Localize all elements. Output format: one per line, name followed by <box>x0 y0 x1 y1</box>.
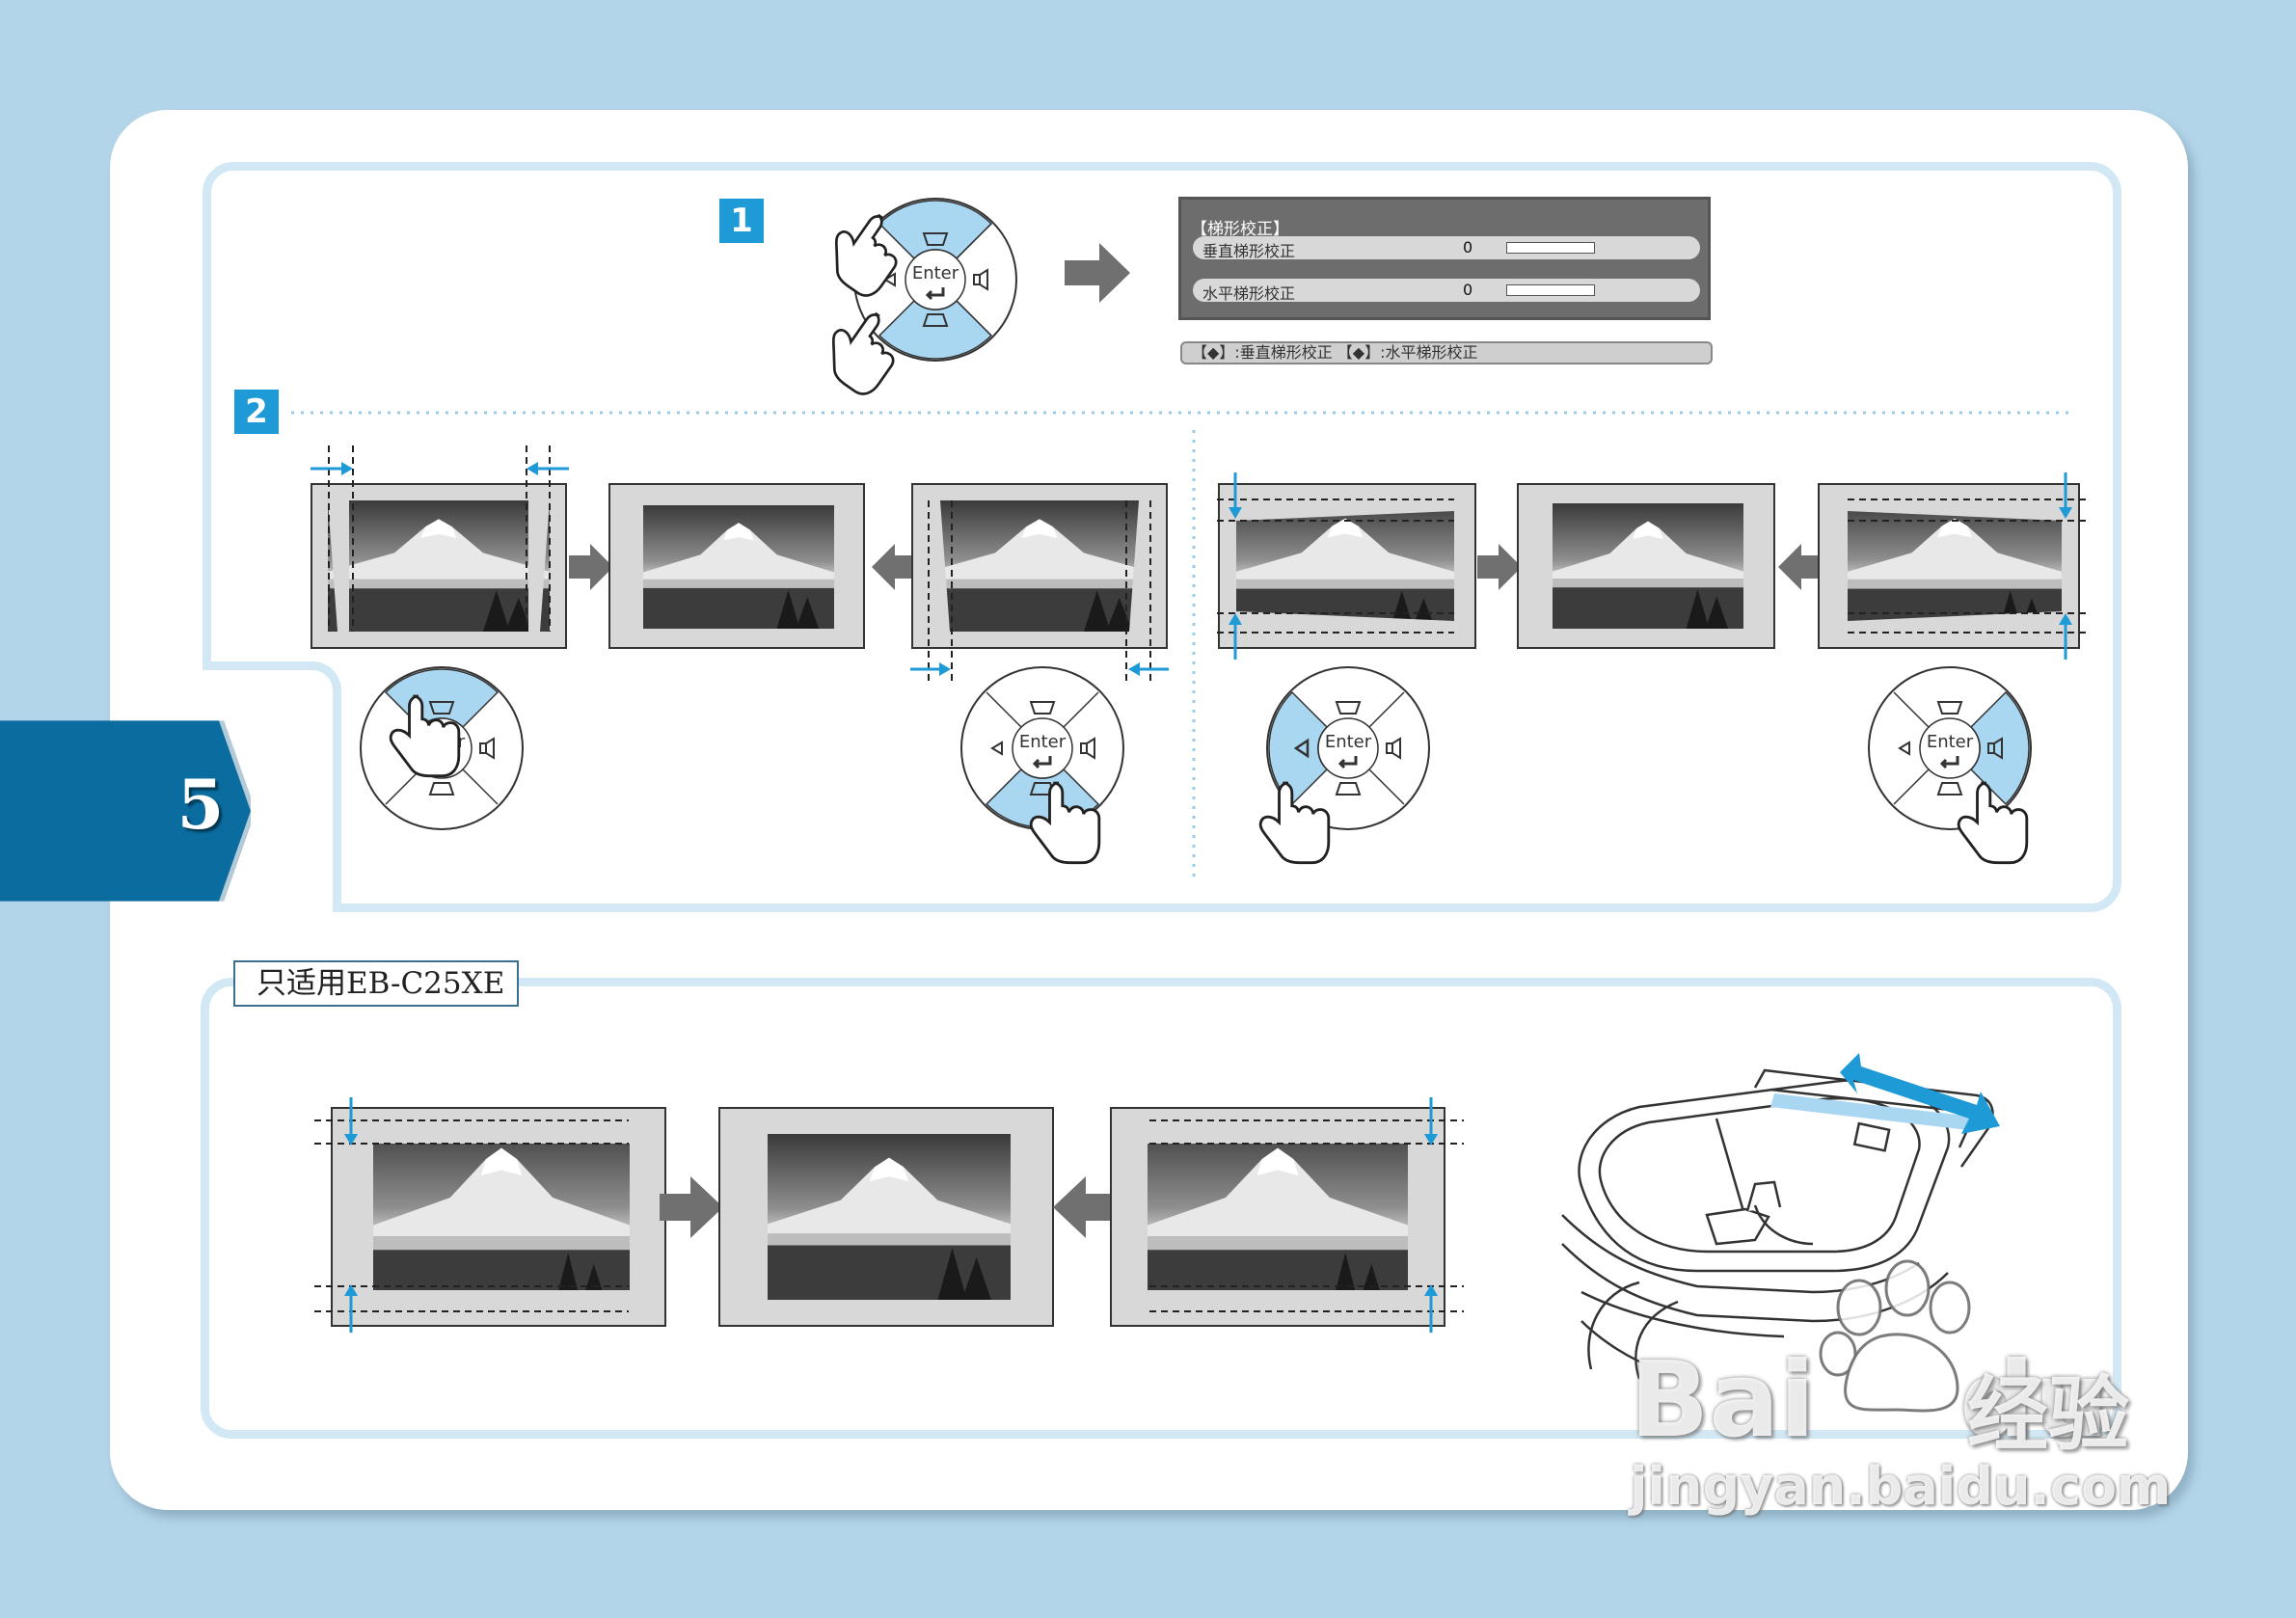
step-badge-2: 2 <box>234 390 279 434</box>
upper-section-frame <box>203 162 2121 912</box>
lower-section-frame <box>201 978 2121 1439</box>
screen-left-distorted-opposite <box>911 483 1168 681</box>
step1-remote-dpad <box>853 198 1017 362</box>
screen-left-inward-arrow-icons <box>311 462 569 475</box>
watermark-cn: 经验 <box>1967 1367 2130 1462</box>
watermark-brand-part1: Bai <box>1630 1340 1816 1461</box>
osd-vertical-value: 0 <box>1463 238 1473 256</box>
step1-enter-label: Enter <box>912 263 959 283</box>
osd-horizontal-value: 0 <box>1463 281 1473 299</box>
osd-vertical-bar <box>1506 242 1595 254</box>
lower-screen-distorted <box>314 1107 666 1327</box>
section-number: 5 <box>176 765 225 845</box>
screen-right-distorted <box>1217 483 1476 649</box>
step-badge-1: 1 <box>719 199 764 243</box>
screen-left-opposite-arrow-icons <box>910 662 1169 676</box>
remote-right-enter-label: Enter <box>1927 732 1974 752</box>
remote-left-enter-label: Enter <box>1325 732 1372 752</box>
osd-title: 【梯形校正】 <box>1191 220 1289 239</box>
lower-arrow-left-icon <box>1053 1176 1117 1238</box>
osd-vertical-label: 垂直梯形校正 <box>1202 242 1296 260</box>
slider-track-highlight <box>1770 1093 1973 1130</box>
step1-right-arrow-icon <box>1065 243 1130 303</box>
osd-horizontal-bar <box>1506 284 1595 296</box>
remote-dpad-right-highlight <box>1868 666 2032 830</box>
lower-arrow-right-icon <box>660 1176 723 1238</box>
upper-frame-left-cap <box>203 579 211 670</box>
slider-direction-double-arrow-icon <box>1840 1053 2000 1134</box>
lower-screen-distorted-opposite <box>1110 1107 1464 1327</box>
osd-hint-bar: 【◆】:垂直梯形校正 【◆】:水平梯形校正 <box>1180 341 1713 364</box>
lower-screen-corrected <box>718 1107 1054 1327</box>
screen-left-corrected <box>608 483 865 649</box>
arrow-right-1-icon <box>569 544 613 590</box>
watermark-paw-icon <box>1819 1259 1971 1413</box>
arrow-left-2-icon <box>1778 544 1823 590</box>
lower-screen-opposite-arrow-icons <box>1424 1097 1438 1333</box>
remote-down-enter-label: Enter <box>1019 732 1067 752</box>
model-label: 只适用EB-C25XE <box>233 960 519 1007</box>
osd-row-vertical: 垂直梯形校正 0 <box>1193 236 1700 260</box>
watermark-brand: Bai du <box>1630 1340 2108 1461</box>
screen-right-corrected <box>1517 483 1775 649</box>
projector-slider-illustration <box>1561 1068 1994 1380</box>
watermark-url: jingyan.baidu.com <box>1630 1456 2172 1517</box>
osd-row-horizontal: 水平梯形校正 0 <box>1193 279 1700 303</box>
screen-right-opposite-arrow-icons <box>2059 472 2072 660</box>
osd-horizontal-label: 水平梯形校正 <box>1202 284 1296 303</box>
screen-right-distorted-opposite <box>1818 483 2089 649</box>
upper-frame-notch <box>203 661 341 912</box>
watermark-brand-part2: du <box>1959 1340 2109 1461</box>
arrow-left-1-icon <box>872 544 916 590</box>
keystone-osd-menu: 【梯形校正】 垂直梯形校正 0 水平梯形校正 0 <box>1178 197 1711 320</box>
lower-screen-vertical-arrow-icons <box>344 1097 358 1333</box>
section-tab <box>0 720 251 902</box>
screen-right-vertical-arrow-icons <box>1229 472 1242 660</box>
arrow-right-2-icon <box>1477 544 1522 590</box>
remote-dpad-left-highlight <box>1266 666 1430 830</box>
screen-left-distorted <box>311 445 567 649</box>
